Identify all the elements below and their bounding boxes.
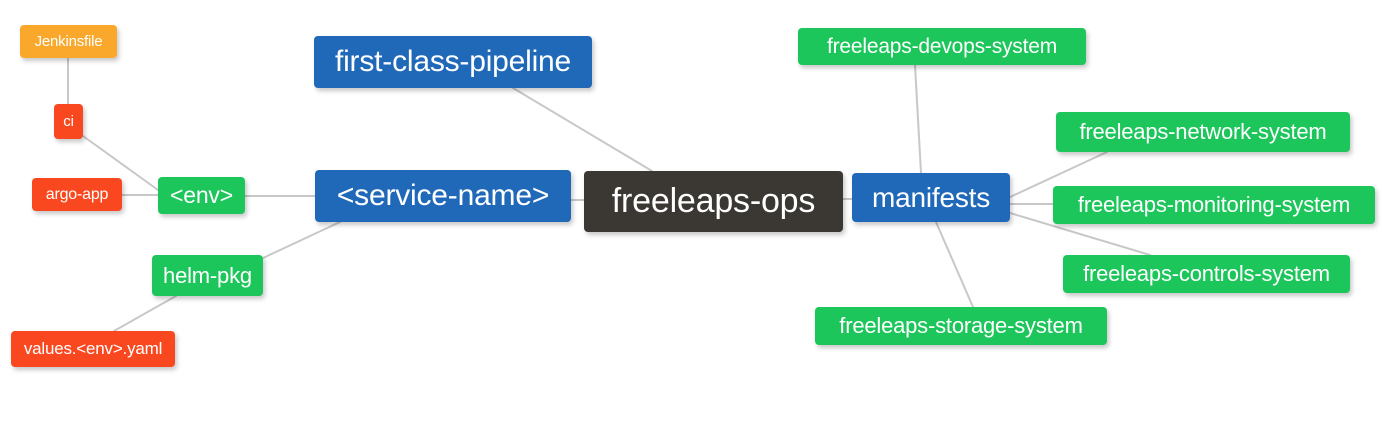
mindmap-node-helm-pkg[interactable]: helm-pkg (152, 255, 263, 296)
mindmap-node-values-yaml[interactable]: values.<env>.yaml (11, 331, 175, 367)
mindmap-node-label: <env> (170, 182, 233, 208)
mindmap-node-env[interactable]: <env> (158, 177, 245, 214)
mindmap-node-freeleaps-devops-system[interactable]: freeleaps-devops-system (798, 28, 1086, 65)
mindmap-node-label: freeleaps-monitoring-system (1077, 192, 1351, 217)
mindmap-node-freeleaps-storage-system[interactable]: freeleaps-storage-system (815, 307, 1107, 345)
mindmap-node-first-class-pipeline[interactable]: first-class-pipeline (314, 36, 592, 88)
mindmap-node-label: <service-name> (336, 179, 550, 212)
edge-manifests-to-freeleaps-storage-system (935, 221, 974, 308)
mindmap-node-label: freeleaps-storage-system (839, 313, 1083, 338)
mindmap-node-label: manifests (871, 181, 991, 213)
mindmap-node-jenkinsfile[interactable]: Jenkinsfile (20, 25, 117, 58)
mindmap-node-freeleaps-network-system[interactable]: freeleaps-network-system (1056, 112, 1350, 152)
mindmap-node-freeleaps-controls-system[interactable]: freeleaps-controls-system (1063, 255, 1350, 293)
mindmap-node-service-name[interactable]: <service-name> (315, 170, 571, 222)
mindmap-node-label: argo-app (45, 185, 109, 203)
mindmap-node-ci[interactable]: ci (54, 104, 83, 139)
edge-helm-pkg-to-values-yaml (113, 295, 177, 332)
mindmap-node-label: helm-pkg (163, 262, 252, 288)
mindmap-node-label: values.<env>.yaml (23, 339, 163, 358)
mindmap-node-argo-app[interactable]: argo-app (32, 178, 122, 211)
mindmap-node-label: freeleaps-network-system (1079, 119, 1327, 144)
mindmap-node-label: ci (63, 113, 74, 130)
mindmap-node-label: Jenkinsfile (34, 33, 103, 50)
mindmap-node-label: freeleaps-devops-system (827, 34, 1057, 58)
edge-first-class-pipeline-to-freeleaps-ops (512, 87, 653, 172)
mindmap-node-freeleaps-monitoring-system[interactable]: freeleaps-monitoring-system (1053, 186, 1375, 224)
edge-manifests-to-freeleaps-devops-system (914, 64, 922, 174)
edge-service-name-to-helm-pkg (262, 221, 341, 259)
mindmap-node-freeleaps-ops[interactable]: freeleaps-ops (584, 171, 843, 232)
mindmap-node-label: freeleaps-ops (611, 182, 816, 220)
mindmap-node-manifests[interactable]: manifests (852, 173, 1010, 222)
mindmap-node-label: first-class-pipeline (334, 45, 572, 78)
mindmap-node-label: freeleaps-controls-system (1083, 261, 1330, 286)
